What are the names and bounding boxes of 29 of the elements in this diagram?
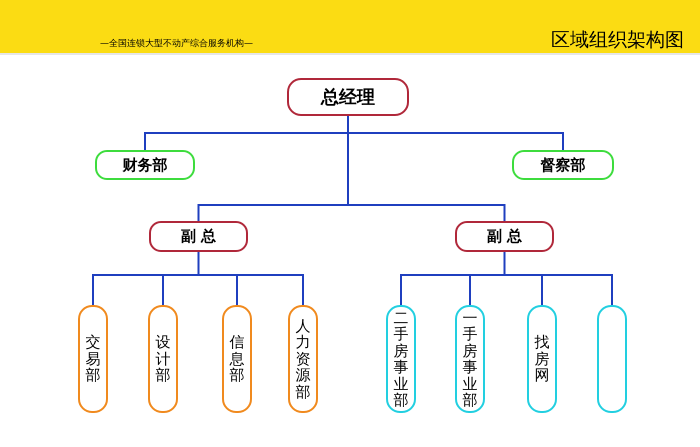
- deputy-box: [455, 221, 554, 252]
- department-box: [512, 150, 614, 180]
- slogan-text: —全国连锁大型不动产综合服务机构—: [100, 38, 253, 51]
- department-box: [78, 305, 108, 413]
- department-box: [95, 150, 195, 180]
- department-box: [288, 305, 318, 413]
- department-box: [148, 305, 178, 413]
- deputy-box: [149, 221, 248, 252]
- node-label: 交易部: [86, 334, 100, 384]
- node-label: 督察部: [540, 154, 586, 176]
- node-label: 财务部: [122, 154, 168, 176]
- node-label: 信息部: [230, 334, 244, 384]
- business-unit-box: [455, 305, 485, 413]
- manager-box: [287, 78, 409, 116]
- node-label: 一手房事业部: [462, 310, 478, 408]
- node-label: 副 总: [180, 226, 216, 248]
- department-box: [222, 305, 252, 413]
- connector-line: [198, 252, 304, 305]
- connector-line: [347, 116, 506, 221]
- business-unit-box: [597, 305, 627, 413]
- business-unit-box: [527, 305, 557, 413]
- node-label: 二手房事业部: [394, 310, 408, 408]
- node-label: 找房网: [534, 334, 550, 384]
- node-label: 人力资源部: [296, 318, 310, 400]
- node-label: 设计部: [156, 334, 170, 384]
- node-label: 总经理: [321, 86, 375, 110]
- node-label: 副 总: [486, 226, 522, 248]
- business-unit-box: [386, 305, 416, 413]
- page-title: 区域组织架构图: [551, 28, 684, 53]
